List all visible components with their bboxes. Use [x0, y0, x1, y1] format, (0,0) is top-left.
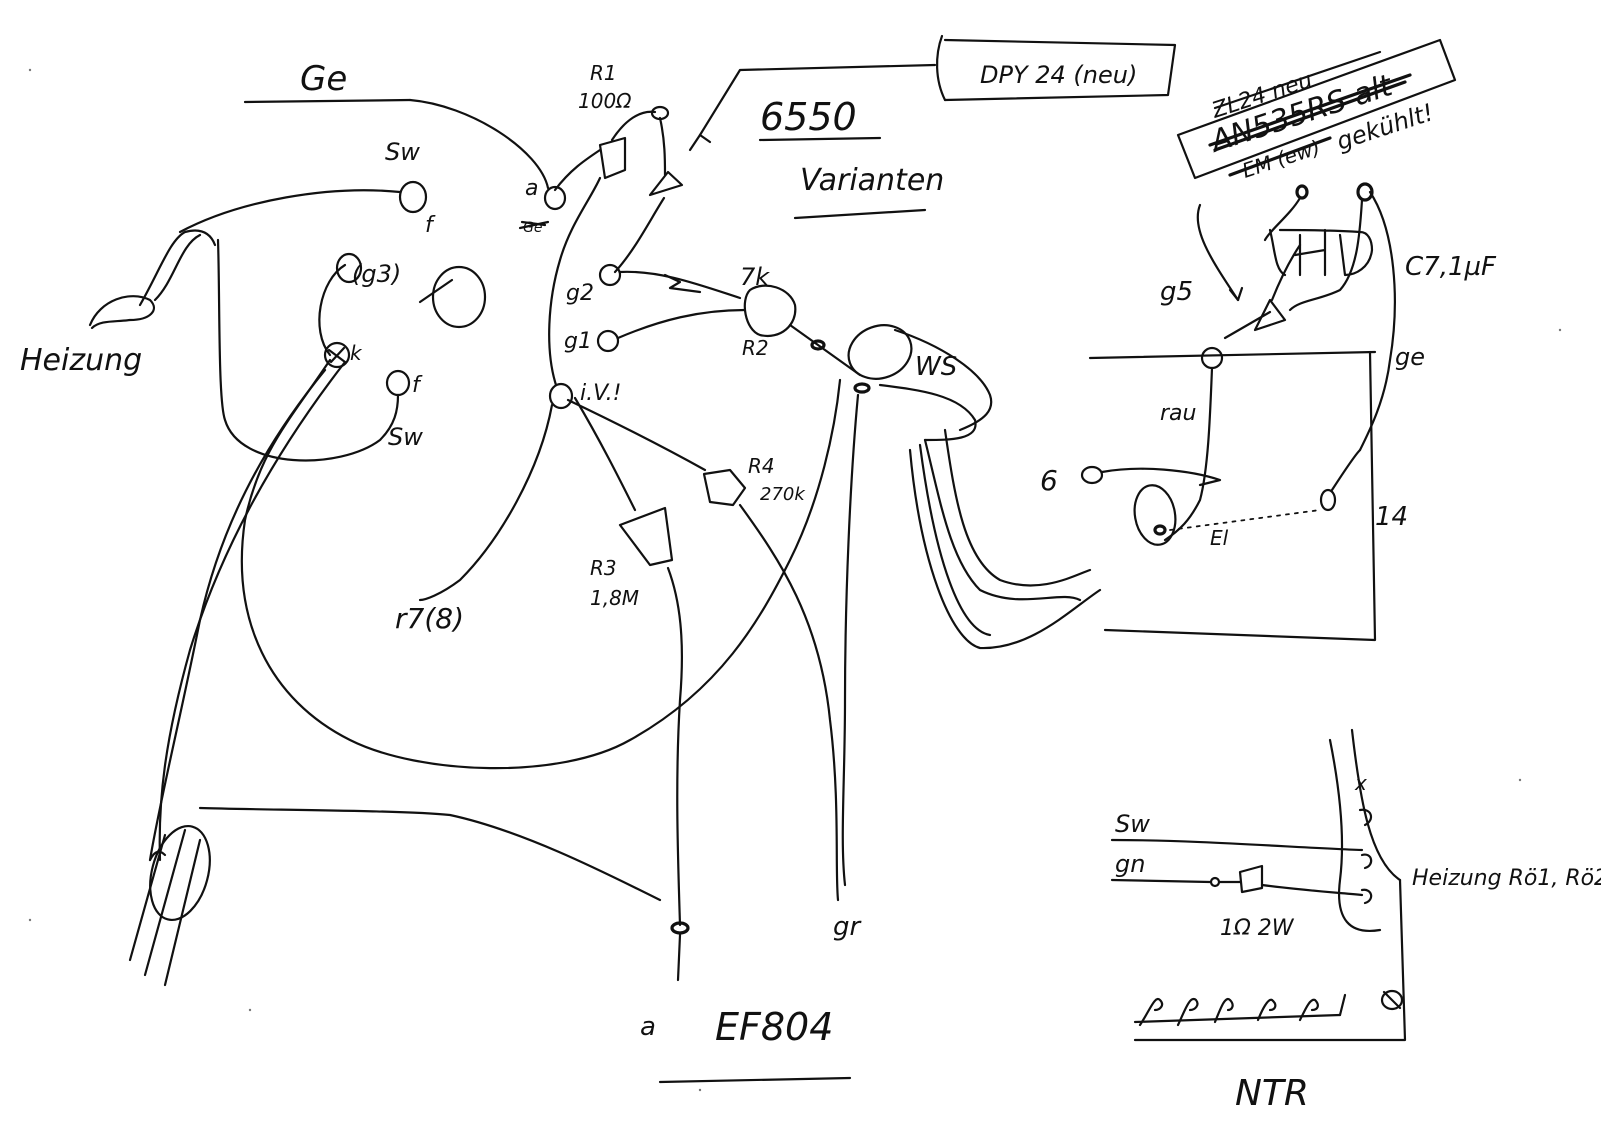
r3-value-label: 1,8M: [590, 586, 639, 610]
r1-label: R1: [590, 61, 617, 85]
r4-resistor: R4 270k gr: [702, 454, 863, 942]
gr-label: gr: [833, 912, 863, 942]
resistor-1r-label: 1Ω 2W: [1220, 916, 1295, 941]
six-label: 6: [1040, 464, 1058, 497]
a-bottom-label: a: [640, 1012, 656, 1042]
right-tube-block: g5 C7,1µF ge rau 6 El 14: [1040, 182, 1497, 642]
diode-dpy24: DPY 24 (neu): [613, 34, 1177, 274]
r4-label: R4: [748, 454, 775, 478]
ge-top-label: Ge: [300, 59, 347, 99]
ws-connector: WS: [841, 324, 1102, 887]
iv-label: i.V.!: [580, 381, 621, 406]
g5-label: g5: [1160, 277, 1193, 307]
r4-value-label: 270k: [760, 484, 806, 505]
pin-a: [543, 185, 567, 211]
cable-bundle-bottom-left: [128, 806, 662, 987]
r3-label: R3: [590, 556, 617, 580]
r2-label: R2: [742, 336, 769, 360]
g2-label: g2: [566, 281, 594, 306]
fourteen-label: 14: [1375, 502, 1408, 532]
socket-key: [431, 265, 487, 329]
pin-g1: [596, 329, 620, 353]
ge-right-label: ge: [1395, 343, 1425, 371]
r3-resistor: R3 1,8M: [590, 506, 690, 982]
heater-leads-left: Heizung: [20, 189, 402, 462]
ws-label: WS: [915, 352, 957, 382]
rau-label: rau: [1160, 401, 1196, 426]
variant-heading: 6550 Varianten: [758, 95, 944, 220]
ef804-label: EF804: [715, 1005, 833, 1049]
ef804-heading: a EF804: [640, 1005, 852, 1084]
f-mid-label: f: [412, 373, 423, 398]
r2-value-label: 7k: [740, 263, 770, 291]
heizung-ntr-label: Heizung Rö1, Rö2: [1412, 866, 1601, 891]
f-top-label: f: [425, 213, 436, 238]
sw-top-label: Sw: [385, 138, 420, 166]
a-left-label: a: [525, 176, 538, 201]
tube-socket-6550: Sw f a Ge (g3) k f Sw g2 g1 i.V.!: [323, 138, 622, 451]
sw-ntr-label: Sw: [1115, 810, 1150, 838]
anode-wire: [408, 98, 550, 190]
el-label: El: [1210, 526, 1229, 550]
pin-g3: [335, 252, 363, 284]
r2-resistor: 7k R2: [616, 263, 862, 377]
g1-label: g1: [564, 329, 592, 354]
zl24-variant-box: ZL24 neu AN535RS alt EM (ew) gekühlt!: [1176, 38, 1457, 183]
gn-ntr-label: gn: [1115, 850, 1145, 878]
pin-k: [323, 341, 351, 369]
ge-heading: Ge: [243, 59, 412, 104]
r1-resistor: R1 100Ω: [553, 61, 670, 192]
r1-value-label: 100Ω: [578, 89, 632, 113]
pin-f-top: [398, 180, 428, 214]
pin-f-mid: [385, 369, 411, 397]
ntr-x-mark: x: [1354, 771, 1367, 795]
cathode-wiring: [148, 263, 842, 862]
ntr-block: x Sw gn 1Ω 2W Heizung Rö1, Rö2 NTR: [1110, 728, 1601, 1114]
c7-label: C7,1µF: [1405, 252, 1497, 282]
r7-8-label: r7(8): [395, 602, 464, 635]
sw-mid-label: Sw: [388, 423, 423, 451]
paper-specks: [28, 68, 1562, 1092]
node-iv-wiring: [418, 176, 707, 602]
varianten-label: Varianten: [800, 163, 944, 198]
ntr-label: NTR: [1235, 1073, 1309, 1114]
tube-6550-label: 6550: [760, 95, 857, 139]
heizung-left-label: Heizung: [20, 343, 142, 378]
pin-g2: [598, 263, 622, 287]
k-label: k: [350, 341, 363, 365]
pin-iv: [548, 382, 574, 410]
g3-label: (g3): [352, 260, 401, 288]
diode-note-label: DPY 24 (neu): [980, 61, 1137, 89]
